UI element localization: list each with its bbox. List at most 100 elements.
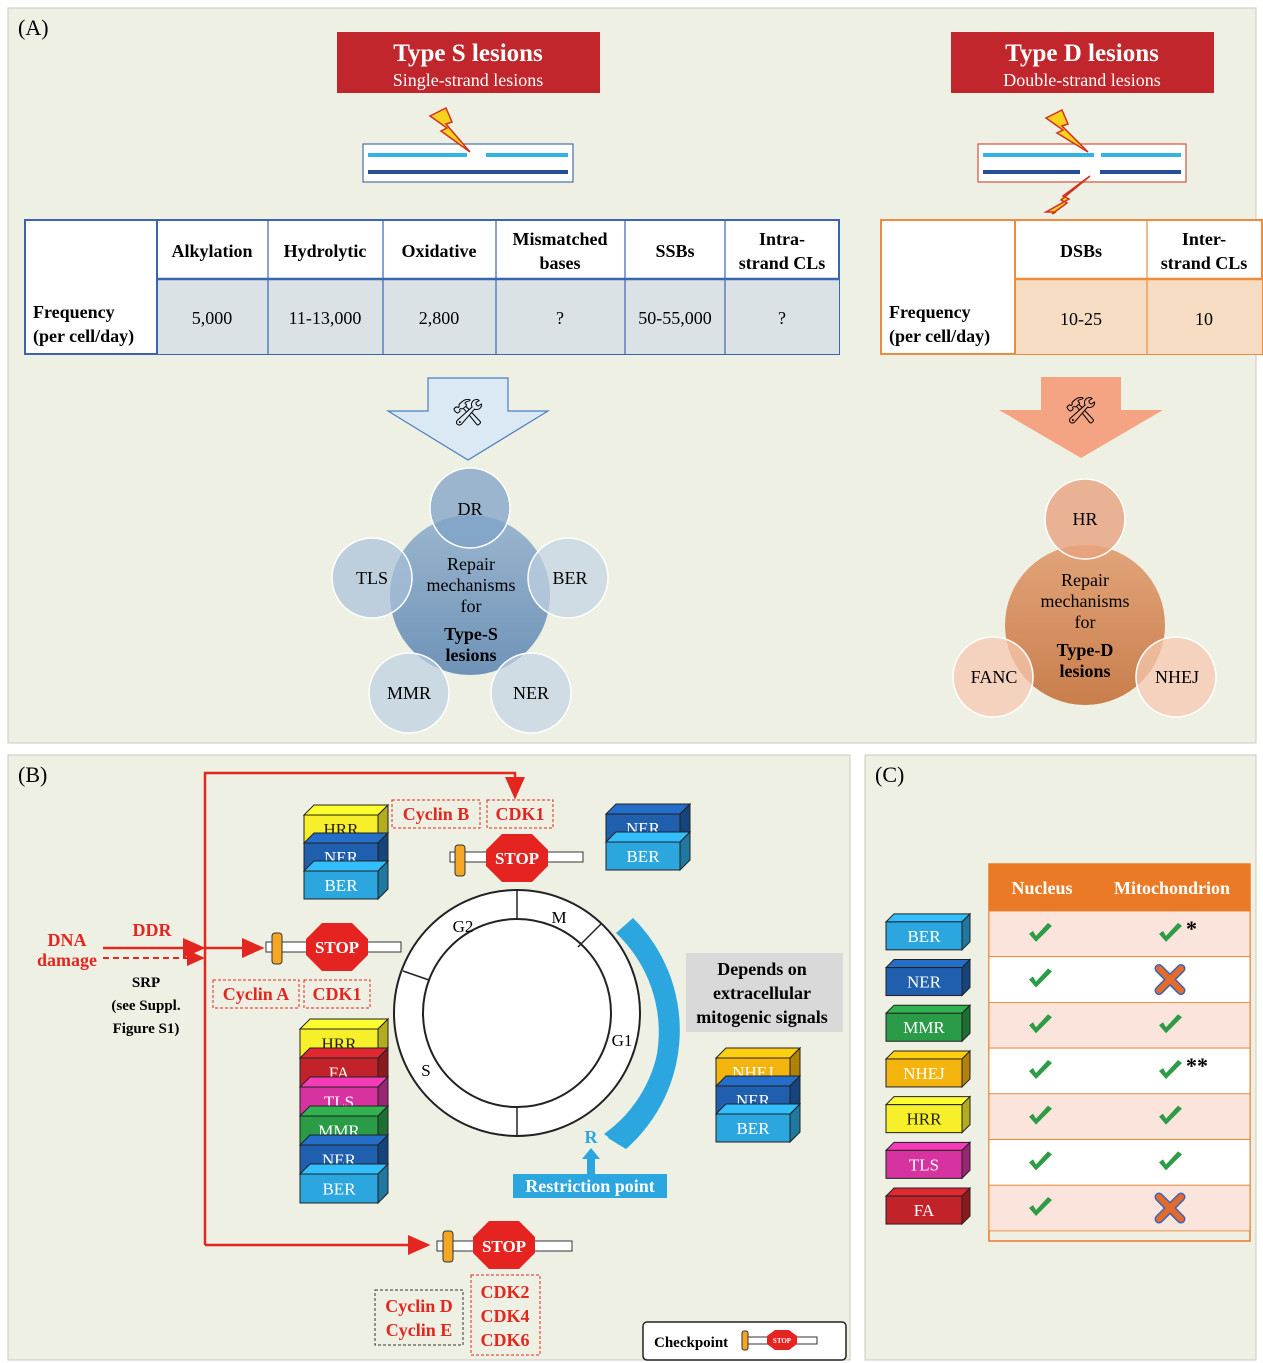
cdk1-left-label: CDK1 <box>313 984 362 1004</box>
panel-c-header: Mitochondrion <box>1114 878 1230 898</box>
down-arrow-s <box>385 377 551 461</box>
table-d-cell: 10-25 <box>1060 309 1102 329</box>
mitogenic-label: Depends on <box>717 959 807 979</box>
panel-c: (C) Nucleus Mitochondrion *BERNERMMR**NH… <box>864 754 1257 1361</box>
check-icon <box>1029 1151 1052 1171</box>
table-s-cell: ? <box>556 308 564 328</box>
check-icon <box>1159 922 1182 942</box>
type-d-frequency-table: Frequency (per cell/day) DSBs Inter- str… <box>880 219 1263 355</box>
stop-sign-icon <box>306 923 368 971</box>
check-icon <box>1159 1059 1182 1079</box>
mitogenic-box <box>686 953 843 1032</box>
table-d-row-label: (per cell/day) <box>889 326 990 347</box>
repair-block-label: NER <box>907 973 942 992</box>
repair-s-satellite: MMR <box>387 683 431 703</box>
repair-block-ner: NER <box>884 958 972 997</box>
type-d-banner <box>951 32 1214 93</box>
panel-a: (A) Type S lesions Single-strand lesions… <box>7 7 1263 744</box>
table-s-header: Alkylation <box>171 241 252 261</box>
table-s-row-label: (per cell/day) <box>33 326 134 347</box>
table-d-header: DSBs <box>1060 241 1102 261</box>
tools-icon: 🛠 <box>1064 396 1097 425</box>
repair-block-label: FA <box>914 1201 935 1220</box>
repair-d-center-text: mechanisms <box>1041 591 1130 611</box>
table-row <box>988 1184 1251 1232</box>
lightning-bolt-icon <box>428 106 471 153</box>
lightning-bolt-icon <box>1043 175 1091 215</box>
cdk1-top-box <box>486 799 554 829</box>
phase-label-g1: G1 <box>612 1031 633 1050</box>
repair-block-ner: NER <box>298 1133 390 1176</box>
cdk1-top-label: CDK1 <box>496 804 545 824</box>
srp-label: Figure S1) <box>113 1021 180 1037</box>
cyclin-de-label: Cyclin E <box>386 1320 453 1340</box>
panel-b-label: (B) <box>18 762 47 787</box>
phase-label-m: M <box>551 908 566 927</box>
table-s-cell: ? <box>778 308 786 328</box>
check-icon <box>1029 922 1052 942</box>
table-s-header: Intra- <box>759 229 805 249</box>
repair-block-label: HRR <box>907 1110 943 1129</box>
repair-d-center-text: for <box>1075 612 1096 632</box>
repair-d-center-bold: lesions <box>1059 661 1110 681</box>
repair-block-hrr: HRR <box>884 1095 972 1134</box>
table-s-cell: 2,800 <box>419 308 460 328</box>
repair-block-label: BER <box>324 876 358 895</box>
repair-block-label: BER <box>626 847 660 866</box>
stop-text: STOP <box>315 938 359 957</box>
table-d-cell: 10 <box>1195 309 1213 329</box>
type-s-banner <box>337 32 600 93</box>
phase-label-s: S <box>421 1061 430 1080</box>
table-s-header: Mismatched <box>513 229 608 249</box>
cdk-list-box <box>470 1274 541 1356</box>
type-d-subtitle: Double-strand lesions <box>1003 70 1160 90</box>
lightning-bolt-icon <box>1044 108 1089 153</box>
repair-s-center-text: for <box>461 596 482 616</box>
stop-text: STOP <box>495 849 539 868</box>
type-s-frequency-table: Frequency (per cell/day) Alkylation Hydr… <box>24 219 840 355</box>
cdk-list-label: CDK2 <box>481 1282 530 1302</box>
srp-label: SRP <box>132 975 160 991</box>
repair-block-label: BER <box>736 1119 770 1138</box>
check-icon <box>1029 1105 1052 1125</box>
table-s-cell: 11-13,000 <box>289 308 362 328</box>
repair-s-satellite: TLS <box>356 568 388 588</box>
repair-block-nhej: NHEJ <box>884 1049 972 1089</box>
cyclin-b-label: Cyclin B <box>403 804 470 824</box>
mitogenic-label: extracellular <box>713 983 811 1003</box>
repair-d-center-bold: Type-D <box>1057 640 1114 660</box>
cyclin-a-box <box>212 979 300 1009</box>
check-icon <box>1029 1059 1052 1079</box>
repair-d-satellite: FANC <box>971 667 1018 687</box>
cross-icon <box>1154 1192 1186 1224</box>
repair-block-ber: BER <box>604 830 692 872</box>
repair-block-label: MMR <box>903 1018 945 1037</box>
repair-d-center-text: Repair <box>1061 570 1109 590</box>
repair-block-mmr: MMR <box>884 1004 972 1043</box>
cdk1-left-box <box>303 979 371 1009</box>
repair-block-ber: BER <box>884 912 972 952</box>
phase-label-g2: G2 <box>453 917 474 936</box>
restriction-label: Restriction point <box>525 1176 655 1196</box>
table-s-header: SSBs <box>655 241 694 261</box>
repair-block-ber: BER <box>302 859 390 901</box>
cross-icon <box>1154 964 1186 996</box>
repair-block-label: NHEJ <box>903 1064 945 1083</box>
restriction-letter: R <box>585 1127 599 1147</box>
cyclin-a-label: Cyclin A <box>223 984 290 1004</box>
table-s-header: bases <box>539 253 580 273</box>
check-icon <box>1159 1151 1182 1171</box>
restriction-box <box>513 1174 667 1198</box>
check-icon <box>1029 1014 1052 1034</box>
panel-b: (B) DNA damage DDR SRP (see Suppl. Figur… <box>7 754 851 1361</box>
checkpoint-s: STOP <box>265 923 402 971</box>
legend-stop-text: STOP <box>773 1337 792 1345</box>
table-s-header: Hydrolytic <box>284 241 367 261</box>
footnote-mark: * <box>1186 916 1197 941</box>
cell-cycle-ring <box>393 889 680 1149</box>
single-strand-dna-icon <box>362 106 574 183</box>
table-row <box>988 1002 1251 1049</box>
srp-label: (see Suppl. <box>111 998 180 1014</box>
checkpoint-g1s: STOP <box>436 1221 573 1269</box>
table-s-header: strand CLs <box>739 253 826 273</box>
